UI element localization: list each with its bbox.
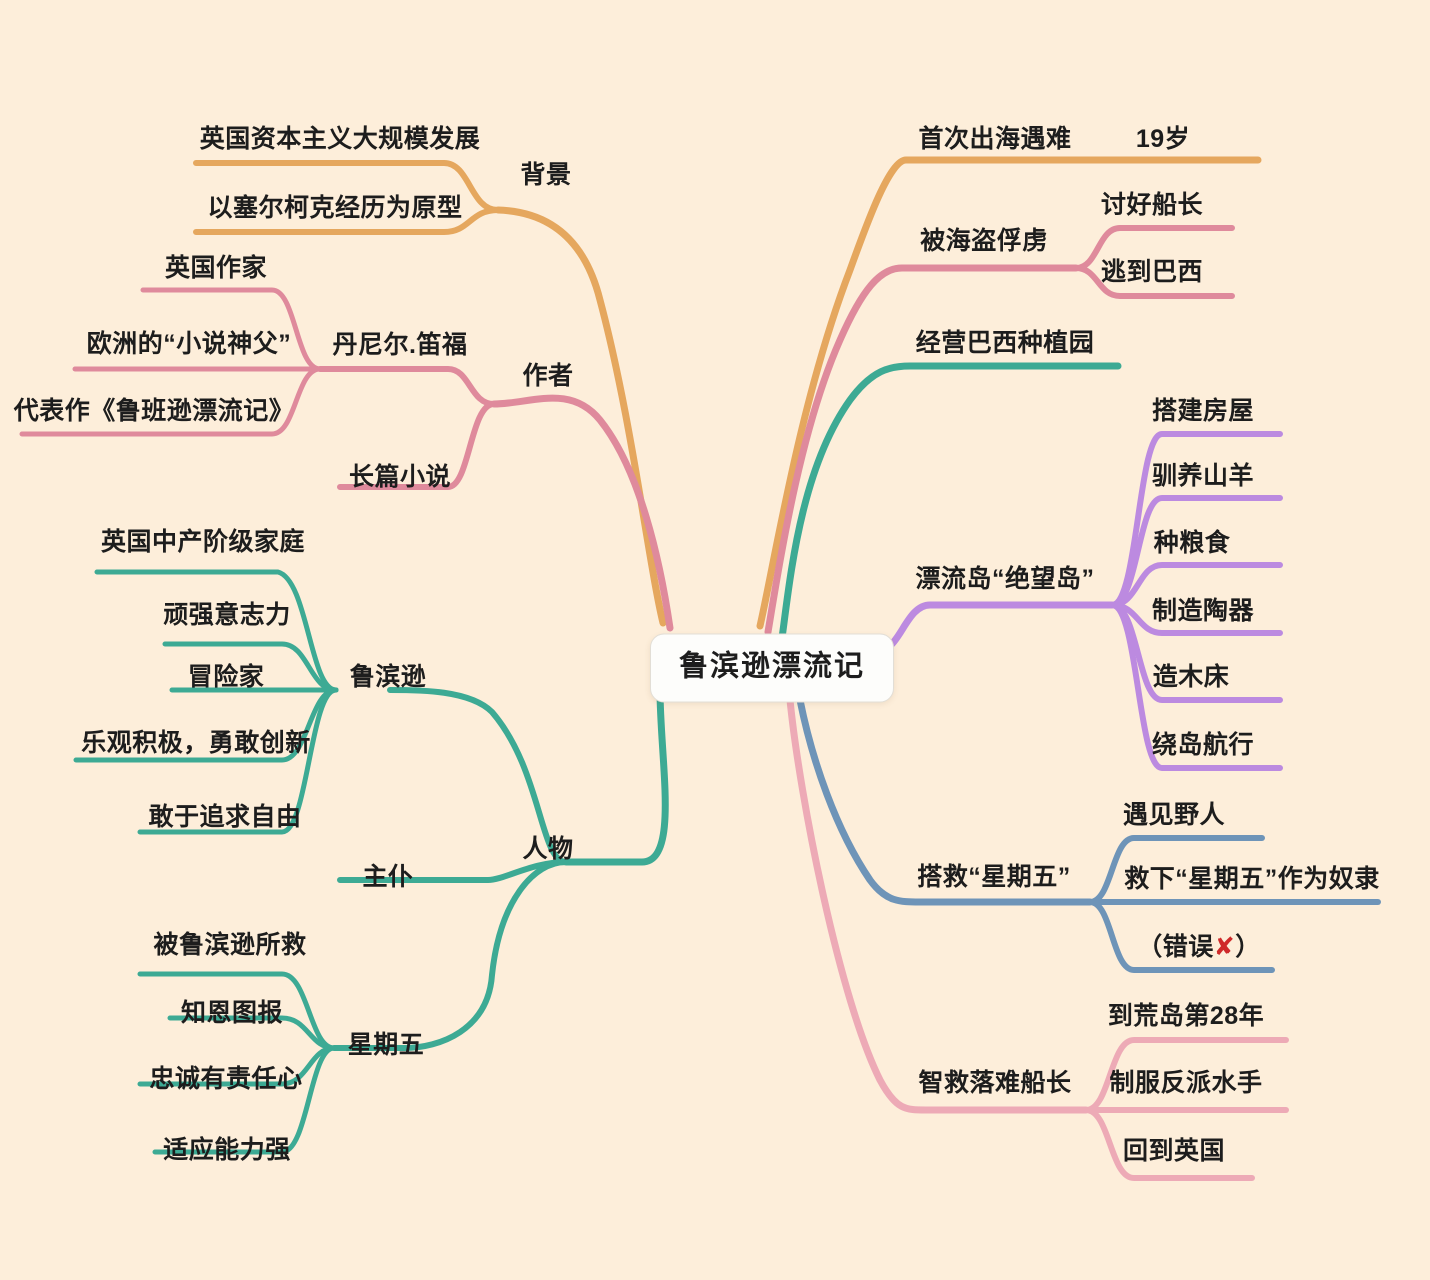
node-label-island-child-6[interactable]: 绕岛航行 <box>1151 731 1255 759</box>
branch-line-rescue-captain-child-3 <box>1083 1107 1255 1181</box>
node-label-pirates-child-2[interactable]: 逃到巴西 <box>1100 258 1204 286</box>
node-label-island-child-1[interactable]: 搭建房屋 <box>1151 397 1255 425</box>
node-label-friday-child-3[interactable]: 忠诚有责任心 <box>149 1065 303 1093</box>
branch-line-rescue-friday-child-3 <box>1087 899 1275 973</box>
branch-line-brazil-plantation <box>778 362 1122 642</box>
node-label-background[interactable]: 背景 <box>520 161 572 189</box>
node-label-rescue-captain-child-1[interactable]: 到荒岛第28年 <box>1107 1002 1265 1030</box>
node-label-rescue-friday[interactable]: 搭救“星期五” <box>917 863 1071 891</box>
node-label-island-child-4[interactable]: 制造陶器 <box>1151 597 1255 625</box>
node-label-robinson-child-2[interactable]: 顽强意志力 <box>163 601 291 629</box>
branch-line-characters-to-friday <box>331 859 569 1051</box>
node-label-defoe[interactable]: 丹尼尔.笛福 <box>332 331 468 359</box>
node-label-characters[interactable]: 人物 <box>522 835 574 863</box>
node-label-bg-child-2[interactable]: 以塞尔柯克经历为原型 <box>207 194 463 222</box>
node-label-novel[interactable]: 长篇小说 <box>348 463 452 491</box>
node-label-bg-child-1[interactable]: 英国资本主义大规模发展 <box>199 125 481 153</box>
node-label-master-servant[interactable]: 主仆 <box>362 863 414 891</box>
branch-line-rescue-captain-child-1 <box>1083 1037 1289 1113</box>
branch-line-author-stem <box>490 394 674 632</box>
node-label-robinson-child-1[interactable]: 英国中产阶级家庭 <box>100 528 306 556</box>
node-label-rescue-friday-child-2[interactable]: 救下“星期五”作为奴隶 <box>1124 865 1380 893</box>
node-label-brazil-plantation[interactable]: 经营巴西种植园 <box>915 329 1095 357</box>
node-label-age-19[interactable]: 19岁 <box>1135 125 1191 153</box>
node-label-pirates-child-1[interactable]: 讨好船长 <box>1100 191 1204 219</box>
node-label-defoe-child-1[interactable]: 英国作家 <box>164 254 268 282</box>
root-node-label: 鲁滨逊漂流记 <box>678 650 866 683</box>
branch-line-rescue-captain-stem <box>786 696 1090 1114</box>
branch-line-background-fork-bottom <box>193 207 501 235</box>
branch-line-first-voyage <box>756 156 1262 630</box>
root-node[interactable]: 鲁滨逊漂流记 <box>649 633 895 703</box>
branch-line-rescue-friday-stem <box>796 696 1094 906</box>
node-label-friday-child-2[interactable]: 知恩图报 <box>180 999 284 1027</box>
rescue-friday-child-3-prefix: （错误 <box>1137 933 1214 961</box>
node-label-rescue-captain-child-2[interactable]: 制服反派水手 <box>1109 1069 1263 1097</box>
branch-line-island-child-1 <box>1109 431 1283 608</box>
node-label-rescue-friday-child-3[interactable]: （错误✘） <box>1137 935 1260 960</box>
node-label-island-child-2[interactable]: 驯养山羊 <box>1151 462 1255 490</box>
node-label-first-voyage[interactable]: 首次出海遇难 <box>918 125 1072 153</box>
branch-line-island-stem <box>876 601 1116 654</box>
branch-line-defoe-child-3 <box>19 366 323 437</box>
branch-line-defoe-child-1 <box>140 287 323 372</box>
node-label-friday-child-1[interactable]: 被鲁滨逊所救 <box>153 931 307 959</box>
node-label-island-child-5[interactable]: 造木床 <box>1152 663 1230 691</box>
node-label-defoe-child-3[interactable]: 代表作《鲁班逊漂流记》 <box>13 397 295 425</box>
branch-line-island-child-2 <box>1109 495 1283 608</box>
node-label-author[interactable]: 作者 <box>522 362 574 390</box>
node-label-robinson-child-4[interactable]: 乐观积极，勇敢创新 <box>81 729 311 757</box>
node-label-pirates[interactable]: 被海盗俘虏 <box>920 227 1048 255</box>
branch-line-robinson-child-1 <box>94 569 339 693</box>
node-label-island-child-3[interactable]: 种粮食 <box>1153 529 1231 557</box>
node-label-friday[interactable]: 星期五 <box>347 1031 425 1059</box>
node-label-friday-child-4[interactable]: 适应能力强 <box>163 1136 291 1164</box>
branch-line-pirates-child-2 <box>1073 265 1235 299</box>
rescue-friday-child-3-suffix: ） <box>1235 933 1261 961</box>
branch-line-robinson-child-5 <box>137 687 339 835</box>
branch-line-author-to-novel <box>337 401 497 490</box>
branch-line-pirates-stem <box>764 264 1080 636</box>
branch-line-author-to-defoe <box>317 366 497 407</box>
node-label-rescue-captain[interactable]: 智救落难船长 <box>918 1069 1072 1097</box>
node-label-island[interactable]: 漂流岛“绝望岛” <box>915 565 1095 593</box>
node-label-robinson[interactable]: 鲁滨逊 <box>349 663 427 691</box>
branch-line-island-child-6 <box>1109 602 1283 771</box>
branch-line-background-stem <box>494 206 667 627</box>
branch-line-characters-to-robinson <box>387 687 569 865</box>
node-label-robinson-child-3[interactable]: 冒险家 <box>187 663 265 691</box>
error-x-icon: ✘ <box>1213 933 1236 961</box>
branch-line-friday-child-4 <box>152 1045 337 1155</box>
node-label-robinson-child-5[interactable]: 敢于追求自由 <box>148 803 302 831</box>
node-label-defoe-child-2[interactable]: 欧洲的“小说神父” <box>86 330 292 358</box>
node-label-rescue-friday-child-1[interactable]: 遇见野人 <box>1122 801 1226 829</box>
node-label-rescue-captain-child-3[interactable]: 回到英国 <box>1122 1137 1226 1165</box>
branch-line-characters-stem <box>562 686 669 866</box>
